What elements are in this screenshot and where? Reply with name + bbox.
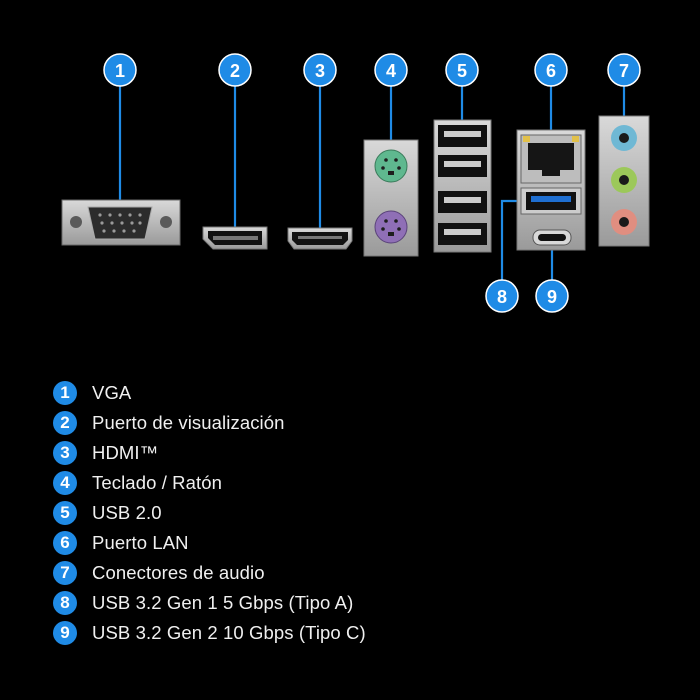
legend-number: 9 <box>53 621 77 645</box>
legend-number: 4 <box>53 471 77 495</box>
legend-label: VGA <box>92 382 132 403</box>
hdmi-port-icon <box>287 227 353 250</box>
legend-label: Conectores de audio <box>92 562 265 583</box>
audio-jack-icon <box>598 115 650 247</box>
legend-item: 9 USB 3.2 Gen 2 10 Gbps (Tipo C) <box>53 618 366 648</box>
legend-item: 8 USB 3.2 Gen 1 5 Gbps (Tipo A) <box>53 588 366 618</box>
legend-item: 5 USB 2.0 <box>53 498 366 528</box>
callout-7-label: 7 <box>619 61 629 81</box>
legend-item: 2 Puerto de visualización <box>53 408 366 438</box>
legend-label: USB 3.2 Gen 2 10 Gbps (Tipo C) <box>92 622 366 643</box>
callout-4-label: 4 <box>386 61 396 81</box>
callout-2-label: 2 <box>230 61 240 81</box>
legend-item: 4 Teclado / Ratón <box>53 468 366 498</box>
leader-lines <box>118 80 626 283</box>
usb-c-port-icon <box>532 229 572 246</box>
legend-number: 5 <box>53 501 77 525</box>
legend-label: HDMI™ <box>92 442 159 463</box>
legend-number: 7 <box>53 561 77 585</box>
callout-1 <box>103 53 137 87</box>
callout-8 <box>485 279 519 313</box>
legend-number: 6 <box>53 531 77 555</box>
usb-a-port-icon <box>433 119 492 253</box>
legend-list: 1 VGA 2 Puerto de visualización 3 HDMI™ 4 Te… <box>53 378 366 648</box>
callout-1-label: 1 <box>115 61 125 81</box>
legend-label: USB 2.0 <box>92 502 162 523</box>
callout-3 <box>303 53 337 87</box>
legend-item: 3 HDMI™ <box>53 438 366 468</box>
legend-label: Teclado / Ratón <box>92 472 223 493</box>
callout-2 <box>218 53 252 87</box>
vga-port-icon <box>61 199 181 246</box>
callout-8-label: 8 <box>497 287 507 307</box>
legend-number: 2 <box>53 411 77 435</box>
ps2-port-icon <box>363 139 419 257</box>
legend-item: 7 Conectores de audio <box>53 558 366 588</box>
legend-item: 1 VGA <box>53 378 366 408</box>
legend-number: 1 <box>53 381 77 405</box>
callout-5 <box>445 53 479 87</box>
callout-6 <box>534 53 568 87</box>
legend-item: 6 Puerto LAN <box>53 528 366 558</box>
displayport-icon <box>202 226 268 250</box>
callout-5-label: 5 <box>457 61 467 81</box>
usb-a-blue-port-icon <box>520 187 582 215</box>
callout-6-label: 6 <box>546 61 556 81</box>
callout-9 <box>535 279 569 313</box>
callout-7 <box>607 53 641 87</box>
callout-9-label: 9 <box>547 287 557 307</box>
callout-4 <box>374 53 408 87</box>
legend-label: Puerto de visualización <box>92 412 285 433</box>
callout-badges <box>103 53 641 313</box>
callout-3-label: 3 <box>315 61 325 81</box>
legend-number: 8 <box>53 591 77 615</box>
legend-label: Puerto LAN <box>92 532 189 553</box>
legend-label: USB 3.2 Gen 1 5 Gbps (Tipo A) <box>92 592 354 613</box>
rear-io-diagram: 1 2 3 4 5 6 7 8 9 <box>61 53 650 313</box>
legend-number: 3 <box>53 441 77 465</box>
